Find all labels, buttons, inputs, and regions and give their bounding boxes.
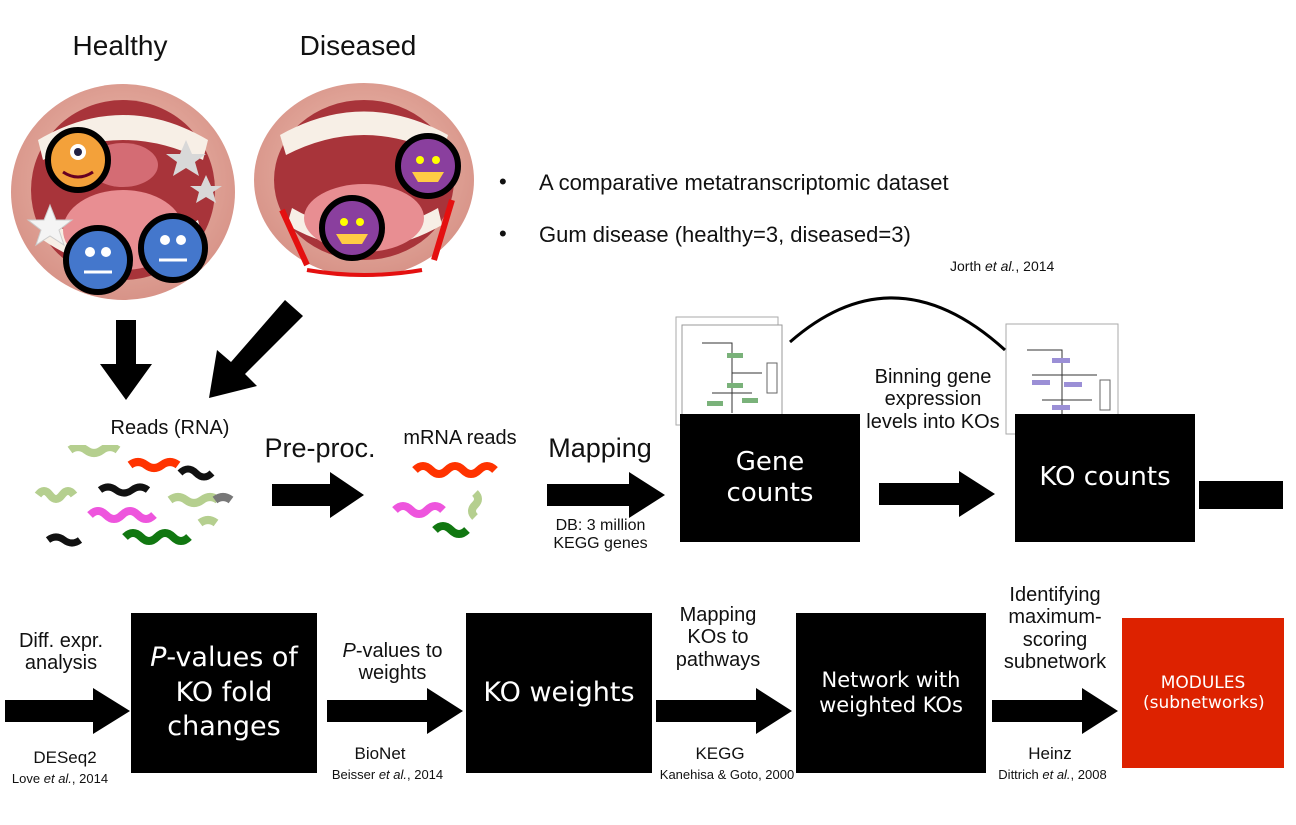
right-arrow-icon: [879, 471, 995, 517]
right-arrow-icon: [992, 688, 1118, 734]
kegg-tool-label: KEGG: [695, 744, 745, 763]
right-arrow-icon: [272, 472, 364, 518]
deseq-tool-label: DESeq2: [33, 748, 97, 767]
microbe-icon: [138, 213, 208, 283]
bullet-item: •A comparative metatranscriptomic datase…: [499, 169, 949, 195]
map-pathways-label: Mapping KOs to pathways: [675, 604, 761, 671]
preproc-label: Pre-proc.: [264, 433, 376, 463]
pvalues-box: P-values of KO fold changes: [131, 613, 317, 773]
right-arrow-icon: [327, 688, 463, 734]
kegg-citation: Kanehisa & Goto, 2000: [659, 767, 795, 782]
pathway-map-icon: [672, 313, 790, 433]
heinz-citation: Dittrich et al., 2008: [998, 767, 1107, 782]
connector-curve: [789, 296, 1007, 352]
pvalues-box-label: P-values of KO fold changes: [150, 642, 298, 743]
mapping-db-label: DB: 3 million KEGG genes: [553, 517, 648, 552]
reads-label: Reads (RNA): [110, 417, 230, 439]
ko-counts-label: KO counts: [1039, 462, 1171, 493]
connector-bar: [1199, 481, 1283, 509]
microbe-icon: [319, 195, 385, 261]
dataset-citation: Jorth et al., 2014: [950, 258, 1055, 274]
mrna-label: mRNA reads: [403, 427, 517, 449]
pvalues-to-weights-label: P-values to weights: [342, 640, 443, 685]
microbe-icon: [395, 133, 461, 199]
star-icon: [166, 140, 206, 176]
ko-weights-box: KO weights: [466, 613, 652, 773]
heinz-tool-label: Heinz: [1028, 744, 1072, 763]
network-box: Network with weighted KOs: [796, 613, 986, 773]
mrna-reads-illustration: [392, 462, 498, 538]
dataset-bullets: •A comparative metatranscriptomic datase…: [495, 169, 949, 248]
microbe-icon: [63, 225, 133, 295]
right-arrow-icon: [5, 688, 130, 734]
healthy-label: Healthy: [72, 30, 168, 61]
gene-counts-box: Gene counts: [680, 414, 860, 542]
diagonal-arrow-icon: [209, 300, 303, 398]
identify-label: Identifying maximum-scoring subnetwork: [1003, 584, 1107, 674]
diseased-mouth-illustration: [254, 83, 474, 277]
microbe-icon: [45, 127, 111, 193]
bullet-item: •Gum disease (healthy=3, diseased=3): [499, 221, 911, 247]
modules-label: MODULES (subnetworks): [1143, 672, 1265, 713]
right-arrow-icon: [656, 688, 792, 734]
healthy-mouth-illustration: [11, 84, 235, 300]
bionet-citation: Beisser et al., 2014: [331, 767, 444, 782]
down-arrow-icon: [100, 320, 152, 400]
deseq-citation: Love et al., 2014: [11, 771, 109, 786]
network-label: Network with weighted KOs: [819, 667, 963, 717]
binning-label: Binning gene expression levels into KOs: [866, 366, 1000, 433]
right-arrow-icon: [547, 472, 665, 518]
bionet-tool-label: BioNet: [354, 744, 406, 763]
modules-box: MODULES (subnetworks): [1122, 618, 1284, 768]
mapping-label: Mapping: [548, 433, 652, 463]
reads-illustration: [34, 445, 234, 547]
diff-expr-label: Diff. expr. analysis: [18, 630, 104, 675]
gene-counts-label: Gene counts: [726, 446, 814, 508]
diseased-label: Diseased: [299, 30, 417, 61]
ko-counts-box: KO counts: [1015, 414, 1195, 542]
ko-weights-label: KO weights: [483, 676, 635, 708]
